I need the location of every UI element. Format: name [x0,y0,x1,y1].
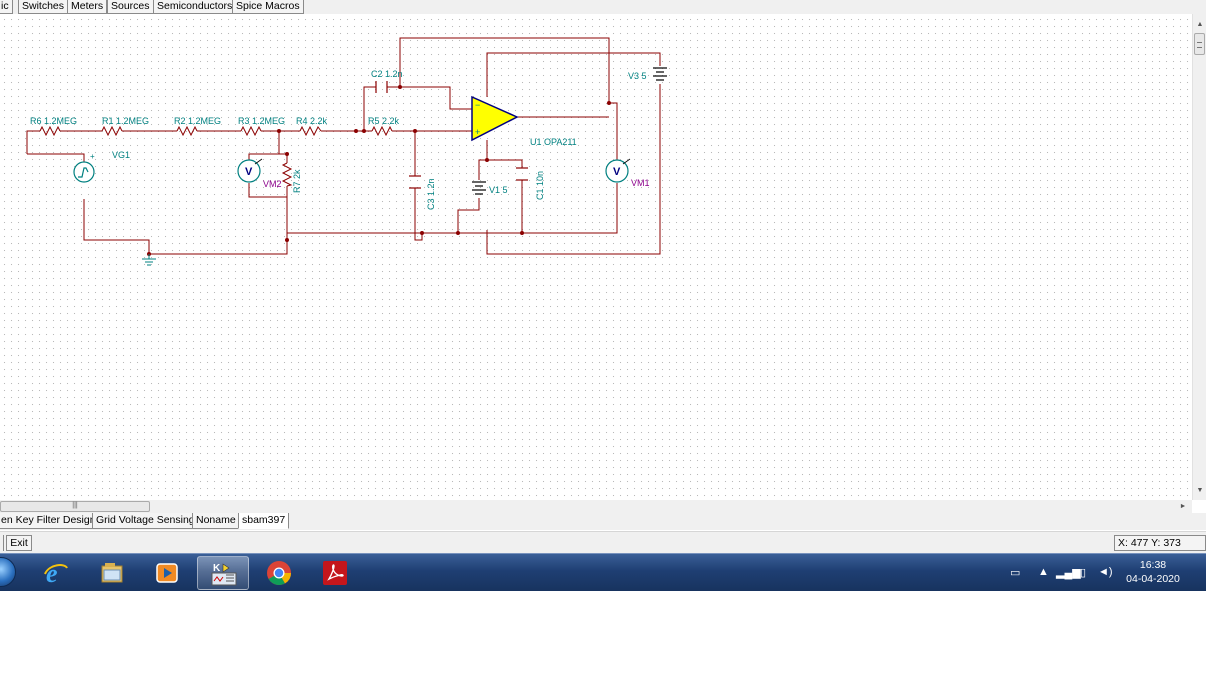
vertical-scrollbar[interactable]: ▲ ▼ [1192,14,1206,500]
system-clock[interactable]: 16:38 04-04-2020 [1118,558,1188,586]
acrobat-icon [323,561,347,585]
tab-grid-voltage-sensing[interactable]: Grid Voltage Sensing [92,513,199,529]
taskbar-chrome[interactable] [253,556,305,590]
label-v3: V3 5 [628,71,647,81]
label-r3: R3 1.2MEG [238,116,285,126]
resistor-r2 [176,125,198,137]
start-button[interactable] [0,557,16,587]
battery-v3 [653,67,667,81]
tab-switches[interactable]: Switches [18,0,69,14]
capacitors [375,81,528,189]
label-c2: C2 1.2n [371,69,403,79]
svg-text:K: K [213,563,221,574]
tab-spice-macros[interactable]: Spice Macros [232,0,304,14]
taskbar-ti-tina[interactable]: K [197,556,249,590]
svg-text:e: e [46,560,58,586]
network-signal-icon[interactable]: ▂▄▆ [1056,567,1081,579]
tab-meters[interactable]: Meters [67,0,108,14]
voltage-generator-vg1[interactable]: + [73,152,95,183]
horizontal-scroll-thumb[interactable]: ||| [0,501,150,512]
scroll-right-arrow-icon[interactable]: ► [1179,503,1187,510]
resistor-r7 [281,162,293,187]
internet-explorer-icon: e [44,560,68,586]
label-vm1: VM1 [631,178,650,188]
label-c1: C1 10n [535,171,545,200]
opamp-u1[interactable]: − + [471,95,519,142]
clock-date: 04-04-2020 [1126,573,1180,585]
schematic-diagram[interactable]: − + + V V R6 1.2MEG R1 1.2MEG R2 1.2MEG … [0,14,1192,500]
label-v1: V1 5 [489,185,508,195]
file-explorer-icon [101,563,123,583]
svg-text:+: + [475,127,480,137]
ti-tina-icon: K [211,563,237,586]
label-r6: R6 1.2MEG [30,116,77,126]
label-r1: R1 1.2MEG [102,116,149,126]
label-vm2: VM2 [263,179,282,189]
vertical-scroll-thumb[interactable] [1194,33,1205,55]
taskbar-acrobat[interactable] [309,556,361,590]
tab-basic[interactable]: ic [0,0,13,14]
label-u1: U1 OPA211 [530,137,577,147]
label-c3: C3 1.2n [426,178,436,210]
tab-key-filter-design[interactable]: en Key Filter Design] [0,513,103,529]
horizontal-scrollbar[interactable]: ||| ► [0,500,1192,513]
tab-semiconductors[interactable]: Semiconductors [153,0,237,14]
scroll-down-arrow-icon[interactable]: ▼ [1196,487,1204,494]
chrome-icon [267,561,291,586]
tab-sbam397[interactable]: sbam397 [238,513,290,529]
voltmeter-vm1-symbol: V [613,166,621,178]
resistors [39,125,393,187]
batteries [472,67,667,195]
schematic-canvas[interactable]: − + + V V R6 1.2MEG R1 1.2MEG R2 1.2MEG … [0,14,1192,500]
windows-taskbar: e K [0,553,1206,591]
label-vg1: VG1 [112,150,130,160]
battery-v1 [472,181,486,195]
tab-noname[interactable]: Noname [192,513,240,529]
label-r7: R7 2k [292,169,302,193]
wires [26,37,661,255]
resistor-r3 [240,125,262,137]
battery-icon[interactable]: ▯ [1080,567,1087,579]
svg-text:−: − [475,100,480,110]
taskbar-file-explorer[interactable] [86,556,138,590]
voltmeter-vm2[interactable]: V [237,158,263,183]
resistor-r4 [299,125,322,137]
scroll-up-arrow-icon[interactable]: ▲ [1196,21,1204,28]
label-r5: R5 2.2k [368,116,400,126]
taskbar-media-player[interactable] [141,556,193,590]
system-tray: ▭ ▲ ▂▄▆ ▯ ◄) 16:38 04-04-2020 [1000,554,1206,592]
voltmeter-vm2-symbol: V [245,166,253,178]
resistor-r1 [101,125,123,137]
document-tabbar: en Key Filter Design] Grid Voltage Sensi… [0,513,1206,530]
exit-button[interactable]: Exit [6,535,32,551]
resistor-r6 [39,125,61,137]
junctions [147,85,611,256]
voltmeter-vm1[interactable]: V [605,158,631,183]
volume-icon[interactable]: ◄) [1098,566,1113,578]
keyboard-icon[interactable]: ▭ [1010,567,1021,579]
component-tabbar: ic Switches Meters Sources Semiconductor… [0,0,1206,14]
ground-symbol [142,254,156,266]
show-hidden-icons-icon[interactable]: ▲ [1038,566,1049,578]
svg-text:+: + [90,152,95,161]
label-r4: R4 2.2k [296,116,328,126]
label-r2: R2 1.2MEG [174,116,221,126]
status-left-panel [0,535,4,551]
resistor-r5 [371,125,393,137]
component-labels: R6 1.2MEG R1 1.2MEG R2 1.2MEG R3 1.2MEG … [30,69,650,210]
tab-sources[interactable]: Sources [107,0,154,14]
status-bar: Exit X: 477 Y: 373 [0,531,1206,553]
clock-time: 16:38 [1139,559,1167,571]
media-player-icon [156,563,178,583]
taskbar-internet-explorer[interactable]: e [30,556,82,590]
cursor-coordinates: X: 477 Y: 373 [1114,535,1206,551]
